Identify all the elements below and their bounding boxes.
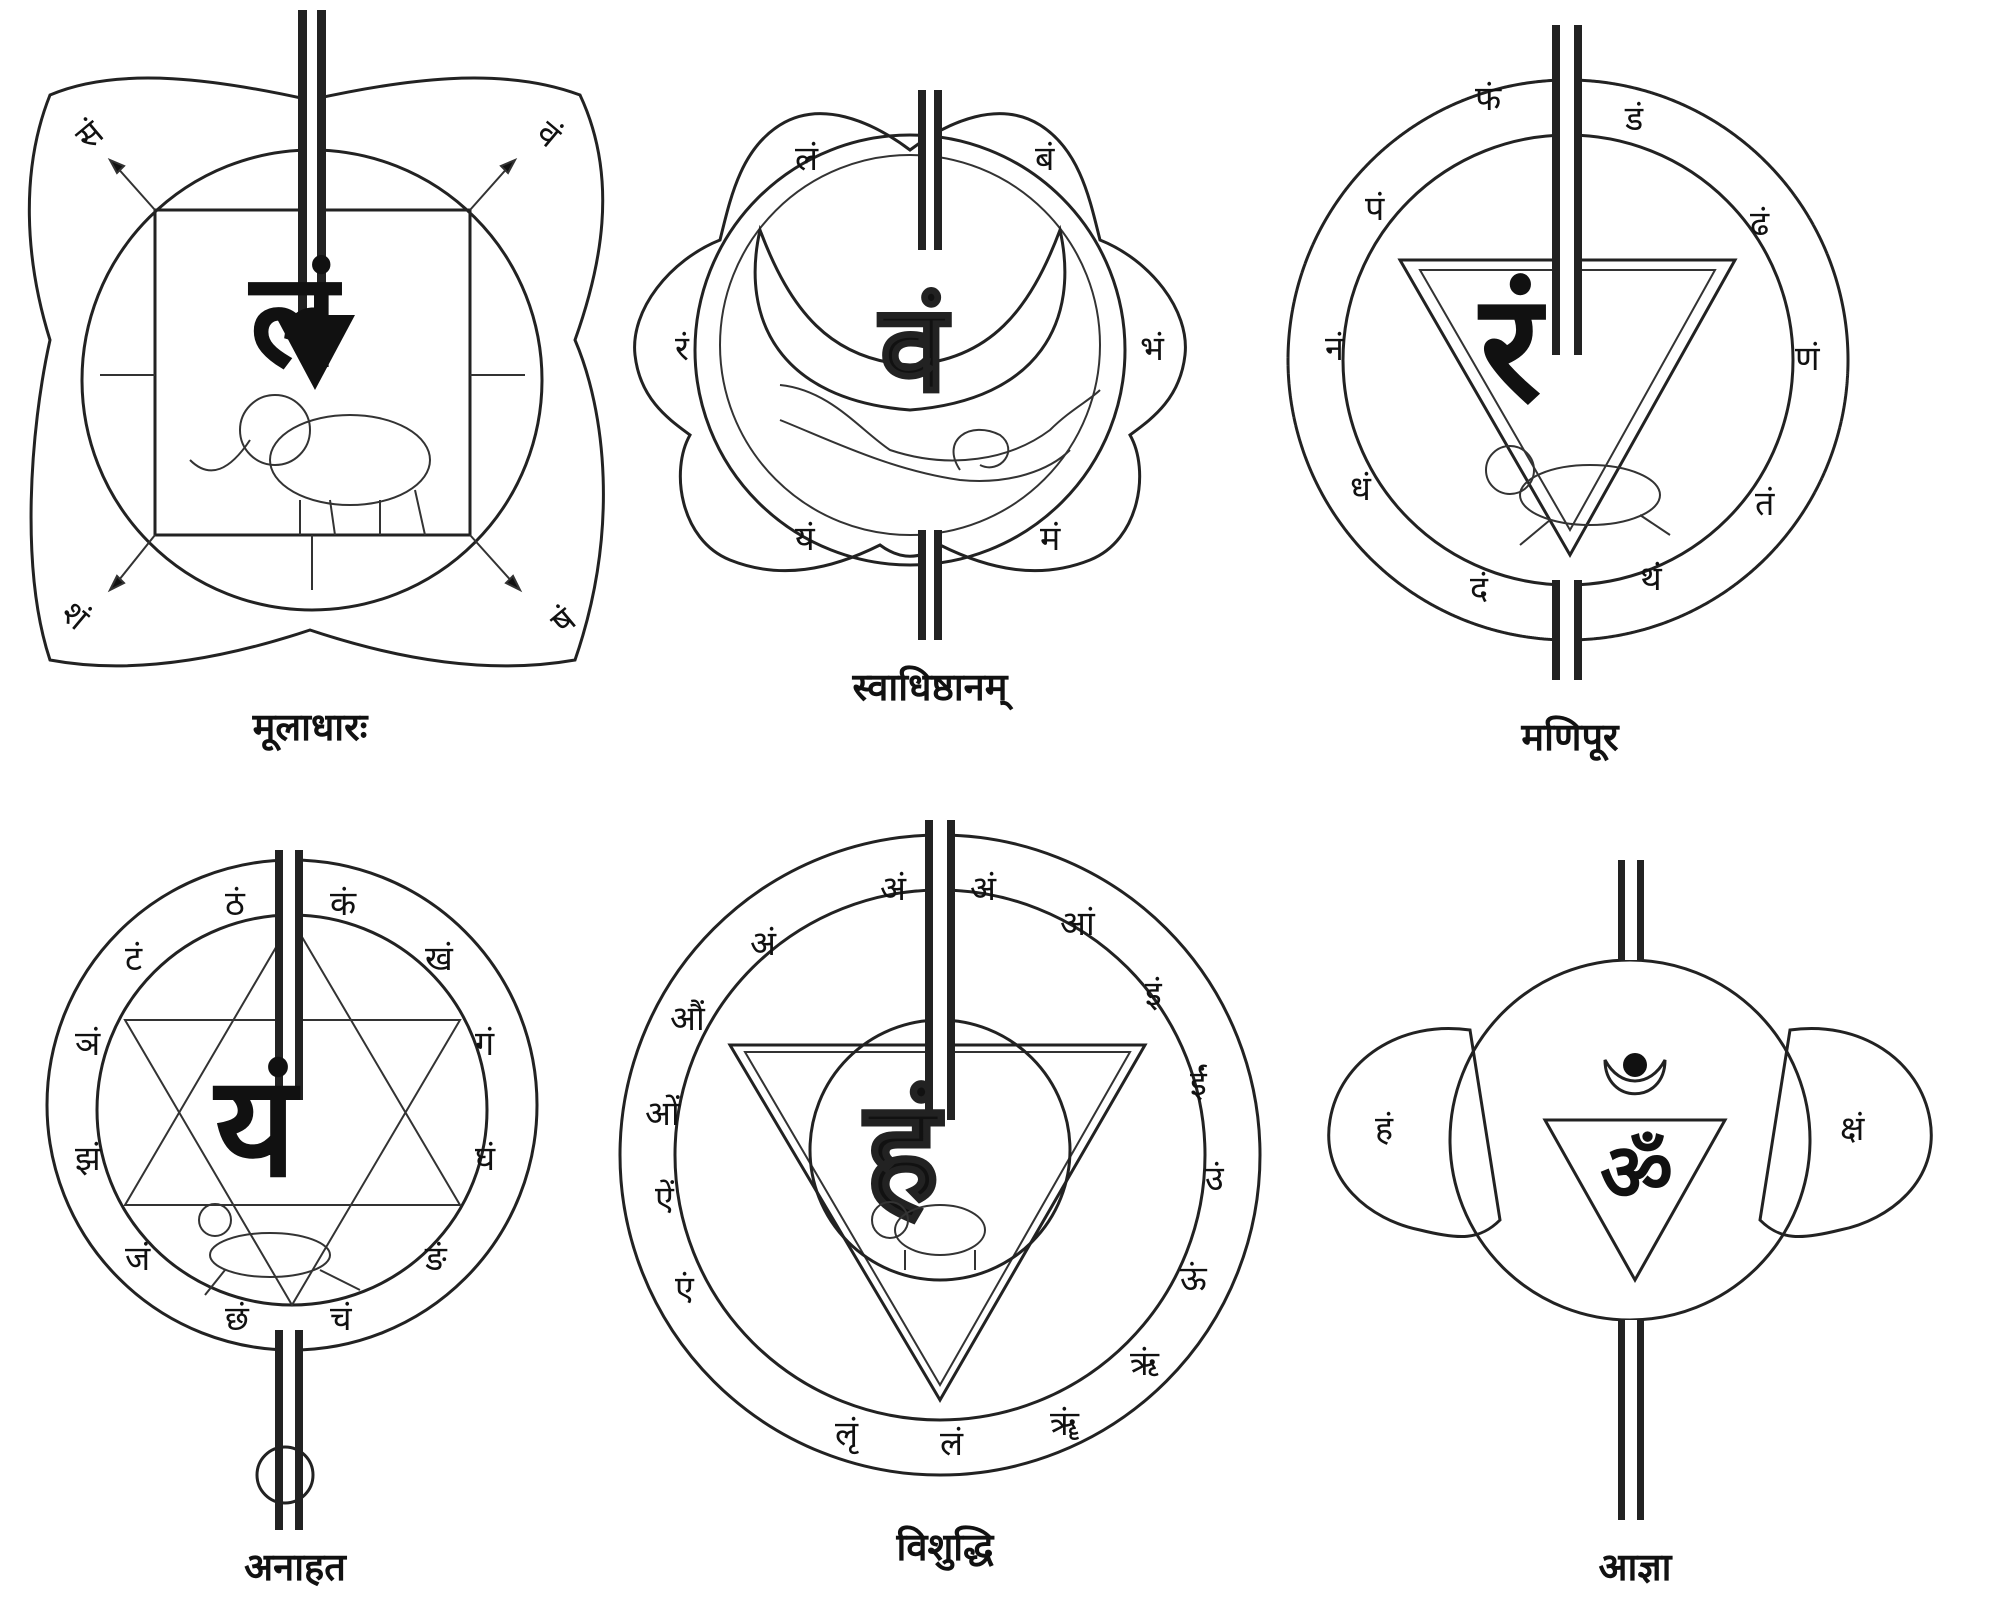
svadhishthana-outer-circle <box>693 133 1127 567</box>
manipura-petal-letter: तं <box>1755 484 1775 524</box>
anahata-petal-letter: झं <box>75 1139 102 1179</box>
vishuddhi-petal-letter: ऐं <box>655 1179 675 1219</box>
vishuddhi-petal-letter: अं <box>750 924 777 964</box>
muladhara-petal-letter: षं <box>543 599 585 643</box>
manipura-diagram: रं फं डं ढं णं तं थं दं धं नं पं <box>1286 25 1850 680</box>
ajna-bindu <box>1623 1053 1647 1077</box>
vishuddhi-petal-letter: एं <box>675 1269 695 1309</box>
muladhara-arrows <box>100 157 525 593</box>
ajna-bija: ॐ <box>1600 1126 1673 1219</box>
muladhara-petal-letter: शं <box>53 593 97 639</box>
manipura-petal-letter: णं <box>1795 339 1821 379</box>
manipura-petal-letter: डं <box>1624 99 1644 139</box>
svadhishthana-petal-letter: रं <box>675 329 690 369</box>
muladhara-petal-letter: वं <box>528 113 569 156</box>
vishuddhi-petal-letter: लृं <box>835 1414 859 1455</box>
anahata-petal-letter: टं <box>125 939 143 979</box>
manipura-petal-letter: धं <box>1350 469 1372 509</box>
muladhara-diagram: लं सं वं शं षं <box>27 10 605 668</box>
svadhishthana-petal-letter: लं <box>795 139 819 179</box>
ajna-panel: ॐ हं क्षं आज्ञा <box>1300 860 1990 1600</box>
anahata-diagram: यं ठं कं खं गं घं ङं चं छं जं झं ञं टं <box>45 850 539 1530</box>
anahata-petal-letter: खं <box>425 939 454 979</box>
anahata-petal-letter: छं <box>225 1299 250 1339</box>
ajna-left-petal <box>1327 1027 1502 1239</box>
vishuddhi-diagram: हं अं अं आं इं ईं उं ऊं ऋं ॠं लं लृं एं … <box>618 820 1262 1477</box>
manipura-panel: रं फं डं ढं णं तं थं दं धं नं पं मणिपूर <box>1260 20 1880 760</box>
svadhishthana-diagram: वं लं बं भं मं यं रं <box>633 90 1187 640</box>
ajna-sushumna <box>1618 860 1644 1520</box>
muladhara-triangle <box>275 315 355 390</box>
manipura-petal-letter: पं <box>1365 189 1385 229</box>
vishuddhi-petal-letter: औं <box>670 999 706 1039</box>
ajna-diagram: ॐ हं क्षं <box>1327 860 1933 1520</box>
anahata-petal-letter: जं <box>125 1239 151 1279</box>
muladhara-petals <box>27 76 605 668</box>
vishuddhi-petal-letter: ऋं <box>1130 1344 1160 1384</box>
manipura-petal-letter: नं <box>1325 329 1345 369</box>
vishuddhi-petal-letter: ऊं <box>1180 1259 1208 1299</box>
svadhishthana-petal-letter: बं <box>1035 139 1055 179</box>
ajna-right-petal <box>1758 1027 1933 1239</box>
muladhara-panel: लं सं वं शं षं मूलाधारः <box>20 10 620 749</box>
anahata-petal-letter: घं <box>475 1139 496 1179</box>
vishuddhi-caption: विशुद्धि <box>896 1525 994 1569</box>
manipura-caption: मणिपूर <box>1521 715 1619 759</box>
anahata-petal-letter: ञं <box>75 1024 101 1064</box>
ajna-crescent <box>1603 1059 1667 1096</box>
manipura-petal-letter: फं <box>1475 79 1502 119</box>
svadhishthana-petal-letter: भं <box>1140 329 1165 369</box>
svadhishthana-panel: वं लं बं भं मं यं रं स्वाधिष्ठानम् <box>630 90 1250 730</box>
vishuddhi-petal-letter: इं <box>1145 974 1163 1014</box>
vishuddhi-petal-letter: आं <box>1060 904 1096 944</box>
anahata-bija: यं <box>212 1046 301 1209</box>
vishuddhi-petal-letter: अं <box>970 869 997 909</box>
vishuddhi-elephant <box>871 1201 986 1270</box>
vishuddhi-panel: हं अं अं आं इं ईं उं ऊं ऋं ॠं लं लृं एं … <box>600 820 1280 1600</box>
muladhara-petal-letter: सं <box>68 112 112 158</box>
svadhishthana-petal-letter: मं <box>1040 519 1061 559</box>
vishuddhi-petal-letter: अं <box>880 869 907 909</box>
anahata-small-lotus <box>255 1445 315 1505</box>
anahata-petal-letter: गं <box>475 1024 495 1064</box>
manipura-bija: रं <box>1477 262 1546 436</box>
anahata-petal-letter: चं <box>330 1299 353 1339</box>
anahata-panel: यं ठं कं खं गं घं ङं चं छं जं झं ञं टं अ… <box>20 850 580 1610</box>
anahata-petal-letter: ठं <box>225 884 246 924</box>
muladhara-caption: मूलाधारः <box>252 705 368 749</box>
svadhishthana-petal-letter: यं <box>795 519 816 559</box>
vishuddhi-petal-letter: लं <box>940 1424 964 1464</box>
anahata-petal-letter: कं <box>330 884 357 924</box>
svadhishthana-inner-circle <box>719 154 1101 536</box>
manipura-ram <box>1485 445 1671 546</box>
svadhishthana-crescent <box>753 224 1067 412</box>
manipura-petal-letter: दं <box>1470 569 1489 609</box>
vishuddhi-petal-letter: उं <box>1205 1159 1225 1199</box>
svadhishthana-makara <box>779 384 1101 482</box>
anahata-caption: अनाहत <box>244 1545 346 1589</box>
vishuddhi-petal-letter: ईं <box>1190 1064 1208 1104</box>
anahata-hexagram-up <box>123 918 462 1206</box>
ajna-triangle <box>1542 1118 1728 1284</box>
muladhara-elephant <box>189 394 431 536</box>
ajna-petal-letter: हं <box>1375 1109 1394 1149</box>
ajna-caption: आज्ञा <box>1598 1545 1672 1589</box>
anahata-petal-letter: ङं <box>424 1239 448 1279</box>
svadhishthana-caption: स्वाधिष्ठानम् <box>852 665 1008 709</box>
svadhishthana-petals <box>633 112 1187 573</box>
vishuddhi-petal-letter: ओं <box>645 1094 681 1134</box>
svadhishthana-bija: वं <box>878 280 951 419</box>
manipura-petal-letter: ढं <box>1750 204 1770 244</box>
vishuddhi-petal-letter: ॠं <box>1050 1404 1080 1444</box>
ajna-petal-letter: क्षं <box>1840 1109 1865 1149</box>
anahata-deer <box>198 1203 361 1296</box>
manipura-petal-letter: थं <box>1640 559 1663 599</box>
